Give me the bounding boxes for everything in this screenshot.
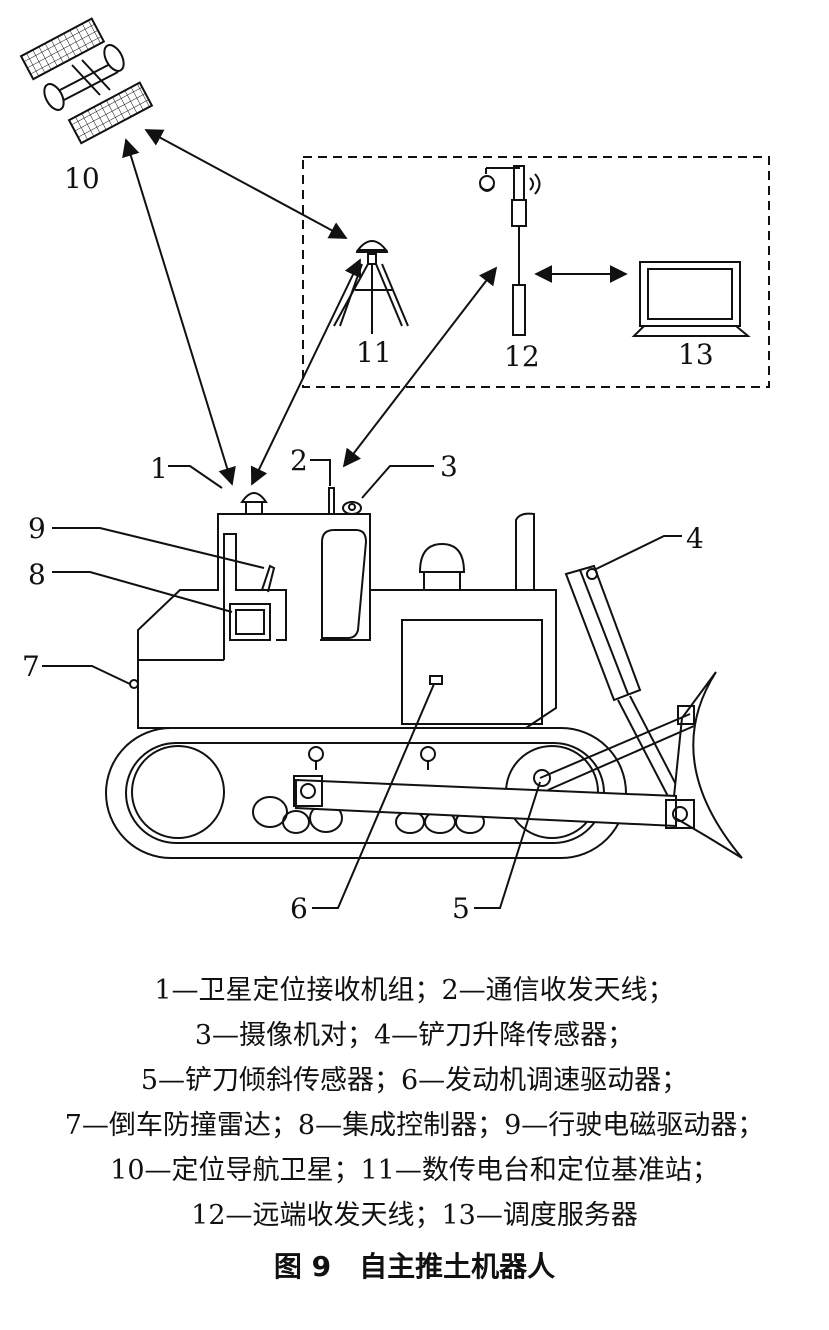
dispatch-server-monitor-icon xyxy=(631,261,751,337)
push-arm xyxy=(295,778,677,828)
navigation-satellite-icon xyxy=(19,17,154,145)
label-4: 4 xyxy=(686,522,704,555)
legend-line: 5—铲刀倾斜传感器；6—发动机调速驱动器； xyxy=(140,1065,689,1096)
label-11: 11 xyxy=(356,336,392,369)
legend-line: 12—远端收发天线；13—调度服务器 xyxy=(191,1200,638,1231)
leader-7 xyxy=(42,665,131,685)
leader-6 xyxy=(312,683,435,909)
legend-line: 7—倒车防撞雷达；8—集成控制器；9—行驶电磁驱动器； xyxy=(64,1110,765,1141)
legend-line: 3—摄像机对；4—铲刀升降传感器； xyxy=(194,1020,635,1051)
leader-2 xyxy=(310,459,331,486)
leader-3 xyxy=(361,465,434,499)
figure-legend: 1—卫星定位接收机组；2—通信收发天线； 3—摄像机对；4—铲刀升降传感器； 5… xyxy=(0,968,829,1238)
label-1: 1 xyxy=(150,452,168,485)
satellite-basestation-arrow xyxy=(144,129,348,239)
comm-antenna xyxy=(328,487,335,515)
label-7: 7 xyxy=(22,650,40,683)
satellite-receiver-arrow xyxy=(122,138,236,486)
label-9: 9 xyxy=(28,512,46,545)
label-12: 12 xyxy=(504,340,540,373)
engine-governor-drive xyxy=(429,675,443,685)
figure-caption: 图 9 自主推土机器人 xyxy=(0,1245,829,1285)
figure-title: 自主推土机器人 xyxy=(359,1250,556,1283)
bulldozer xyxy=(105,487,743,859)
label-3: 3 xyxy=(440,450,458,483)
base-station-tripod-icon xyxy=(333,240,409,334)
label-5: 5 xyxy=(452,892,470,925)
leader-4 xyxy=(593,535,682,571)
label-8: 8 xyxy=(28,558,46,591)
cab-window xyxy=(321,529,368,639)
legend-line: 10—定位导航卫星；11—数传电台和定位基准站； xyxy=(110,1155,719,1186)
remote-antenna-icon xyxy=(479,165,541,336)
leader-1 xyxy=(168,465,223,489)
figure-number: 图 9 xyxy=(273,1250,332,1283)
label-2: 2 xyxy=(290,444,308,477)
gnss-receiver-unit xyxy=(240,492,268,503)
label-13: 13 xyxy=(678,338,714,371)
rear-wheel xyxy=(131,745,225,839)
engine-panel xyxy=(401,619,543,725)
receiver-basestation-arrow xyxy=(250,258,362,486)
label-6: 6 xyxy=(290,892,308,925)
label-10: 10 xyxy=(64,162,100,195)
leader-8 xyxy=(52,571,233,613)
camera-pair xyxy=(342,501,362,515)
blade xyxy=(670,671,743,859)
blade-lift-cylinder xyxy=(564,564,642,702)
leader-5 xyxy=(474,781,541,909)
blade-tilt-sensor xyxy=(533,769,551,787)
leader-9 xyxy=(52,527,265,569)
rear-radar xyxy=(129,679,139,689)
integrated-controller-box xyxy=(229,603,271,641)
antenna-link-arrow xyxy=(342,266,498,468)
legend-line: 1—卫星定位接收机组；2—通信收发天线； xyxy=(154,975,675,1006)
bulldozer-robot-diagram: 1 2 3 4 5 6 7 8 9 10 11 12 13 xyxy=(19,17,770,925)
